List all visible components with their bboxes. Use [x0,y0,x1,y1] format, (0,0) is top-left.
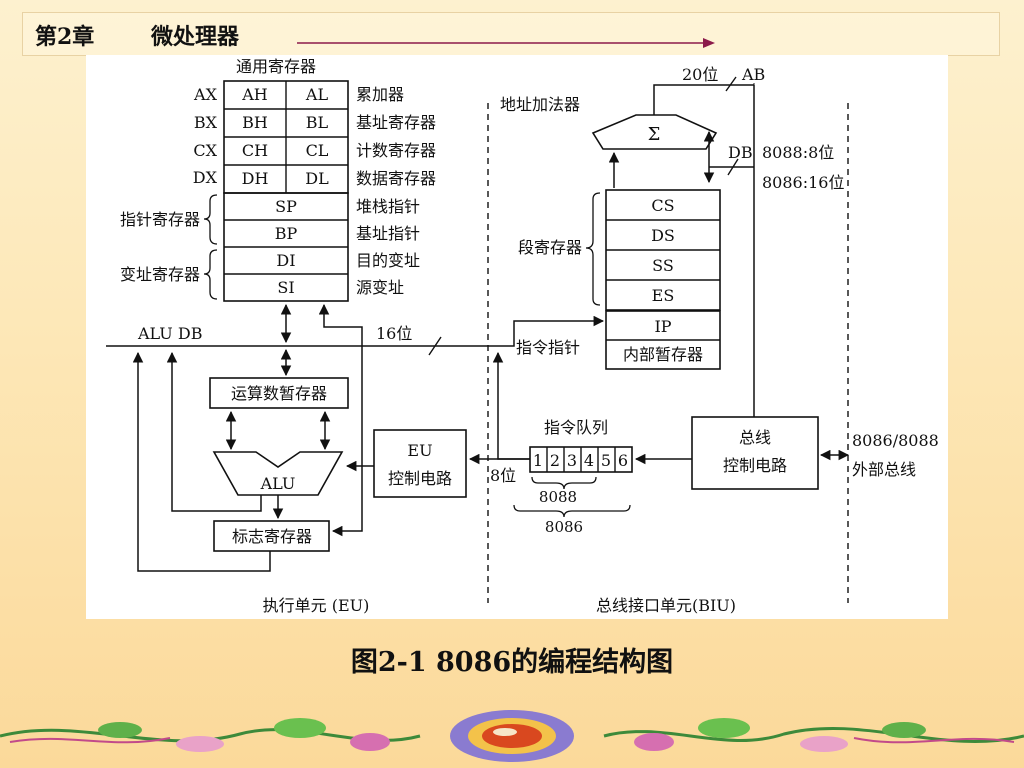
reg-cl: CL [306,141,329,160]
index-group-label: 变址寄存器 [120,265,200,284]
eu-control-circuit [373,429,467,498]
queue-8086-label: 8086 [545,518,583,536]
reg-ah: AH [241,85,268,104]
reg-sp: SP [275,197,297,216]
reg-di-desc: 目的变址 [356,251,420,270]
queue-cell-4: 4 [584,451,594,470]
internal-register: 内部暂存器 [623,345,703,364]
bus-control-line2: 控制电路 [723,456,787,475]
architecture-diagram: 通用寄存器 AX AH AL 累加器 BX BH BL 基址寄存器 CX CH … [86,55,948,619]
leaf-icon [98,722,142,738]
flower-petal-icon [176,736,224,752]
reg-dx-name: DX [193,168,218,187]
eu-control-line1: EU [407,441,432,460]
queue-cell-3: 3 [567,451,577,470]
reg-bh: BH [242,113,268,132]
seg-es: ES [652,286,675,305]
reg-ax-desc: 累加器 [356,85,404,104]
pointer-group-label: 指针寄存器 [120,210,200,229]
reg-bx-name: BX [194,113,218,132]
alu-unit [212,451,344,496]
eu-label: 执行单元 (EU) [263,596,370,615]
flags-register-label: 标志寄存器 [232,527,312,546]
address-adder-unit [591,114,718,150]
queue-cell-6: 6 [618,451,628,470]
index-brace [203,249,218,300]
seg-ss: SS [652,256,674,275]
chapter-number: 第2章 [35,24,95,50]
ab-label: AB [741,65,765,84]
flower-petal-icon [800,736,848,752]
header-bar: 第2章 微处理器 [22,12,1000,56]
queue-width-label: 8位 [490,466,516,485]
pointer-brace [203,194,218,245]
reg-al: AL [305,85,329,104]
reg-ch: CH [242,141,268,160]
reg-dl: DL [305,169,329,188]
header-arrow-icon [297,38,715,48]
alu-label: ALU [260,474,296,493]
reg-bx-desc: 基址寄存器 [356,113,436,132]
operand-register [209,377,349,409]
reg-bp: BP [275,224,298,243]
gp-title: 通用寄存器 [236,57,316,76]
biu-label: 总线接口单元(BIU) [596,596,736,615]
leaf-icon [274,718,326,738]
external-bus-line1: 8086/8088 [852,431,939,450]
queue-cell-1: 1 [533,451,543,470]
external-bus-line2: 外部总线 [852,460,916,479]
seg-cs: CS [651,196,674,215]
sigma-symbol: Σ [648,124,661,145]
bus-control-line1: 总线 [739,428,771,447]
queue-title: 指令队列 [544,418,608,437]
ip-label: 指令指针 [516,338,580,357]
reg-ax-name: AX [193,85,218,104]
flower-petal-icon [350,733,390,751]
reg-dx-desc: 数据寄存器 [356,169,436,188]
flower-petal-icon [634,733,674,751]
queue-cell-5: 5 [601,451,611,470]
reg-cx-name: CX [193,141,217,160]
queue-8086-brace [513,504,631,518]
flags-register [213,520,330,552]
queue-cell-2: 2 [550,451,560,470]
chapter-title: 微处理器 [151,24,240,50]
eu-control-line2: 控制电路 [388,469,452,488]
reg-si: SI [277,278,294,297]
leaf-icon [698,718,750,738]
figure-caption: 图2-1 8086的编程结构图 [350,647,674,678]
reg-di: DI [276,251,295,270]
address-adder-label: 地址加法器 [500,95,580,114]
reg-bp-desc: 基址指针 [356,224,420,243]
reg-cx-desc: 计数寄存器 [356,141,436,160]
reg-dh: DH [242,169,269,188]
segment-group-label: 段寄存器 [518,238,582,257]
db-label: DB [728,143,753,162]
bus-width-label: 16位 [376,324,412,343]
seg-ds: DS [651,226,675,245]
operand-register-label: 运算数暂存器 [231,384,327,403]
queue-8088-label: 8088 [539,488,577,506]
floral-border-decoration [0,710,1024,762]
reg-bl: BL [306,113,329,132]
bus-control-circuit [691,416,819,490]
segment-brace [585,192,601,306]
ip-register: IP [654,317,671,336]
db-8086-width: 8086:16位 [762,173,844,192]
leaf-icon [882,722,926,738]
alu-db-label: ALU DB [137,324,202,343]
queue-8088-brace [531,476,597,490]
db-8088-width: 8088:8位 [762,143,834,162]
ab-width-label: 20位 [682,65,718,84]
reg-si-desc: 源变址 [356,278,404,297]
diagram-canvas: 通用寄存器 AX AH AL 累加器 BX BH BL 基址寄存器 CX CH … [106,57,939,615]
reg-sp-desc: 堆栈指针 [356,197,420,216]
